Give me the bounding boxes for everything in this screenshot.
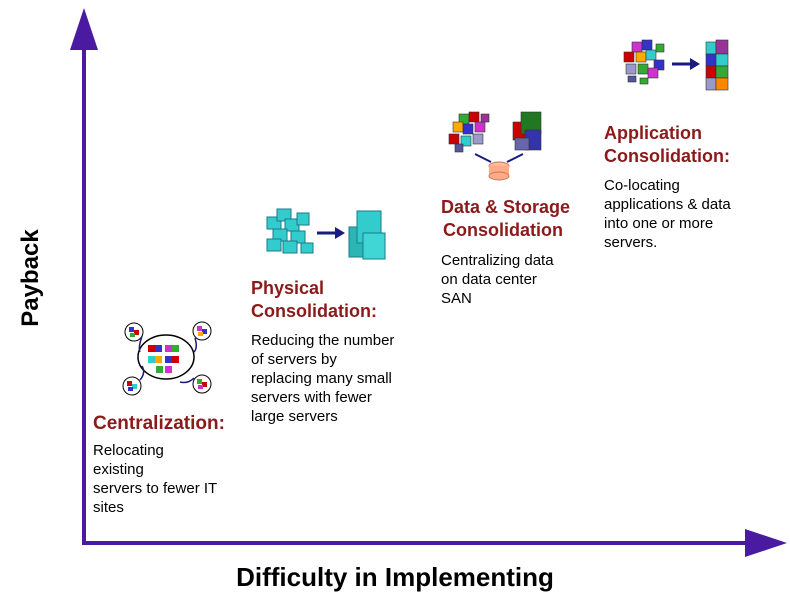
application-consolidation-title: Application Consolidation: xyxy=(604,123,730,166)
y-axis-label: Payback xyxy=(17,229,44,327)
physical-consolidation-title: Physical Consolidation: xyxy=(251,278,377,321)
centralization-title: Centralization: xyxy=(93,413,225,434)
storage-consolidation-description: Centralizing data on data center SAN xyxy=(441,252,554,307)
centralization-servers-icon xyxy=(122,321,212,396)
storage-consolidation-icon xyxy=(448,111,542,181)
application-consolidation-icon xyxy=(623,39,729,91)
x-axis-arrowhead xyxy=(745,529,787,557)
y-axis-arrowhead xyxy=(70,8,98,50)
storage-consolidation-title: Data & Storage Consolidation xyxy=(441,197,571,240)
centralization-description: Relocating existing servers to fewer IT … xyxy=(93,442,218,516)
physical-consolidation-icon xyxy=(266,208,386,260)
physical-consolidation-description: Reducing the number of servers by replac… xyxy=(251,332,395,425)
x-axis-label: Difficulty in Implementing xyxy=(236,562,554,592)
application-consolidation-description: Co-locating applications & data into one… xyxy=(604,177,731,251)
